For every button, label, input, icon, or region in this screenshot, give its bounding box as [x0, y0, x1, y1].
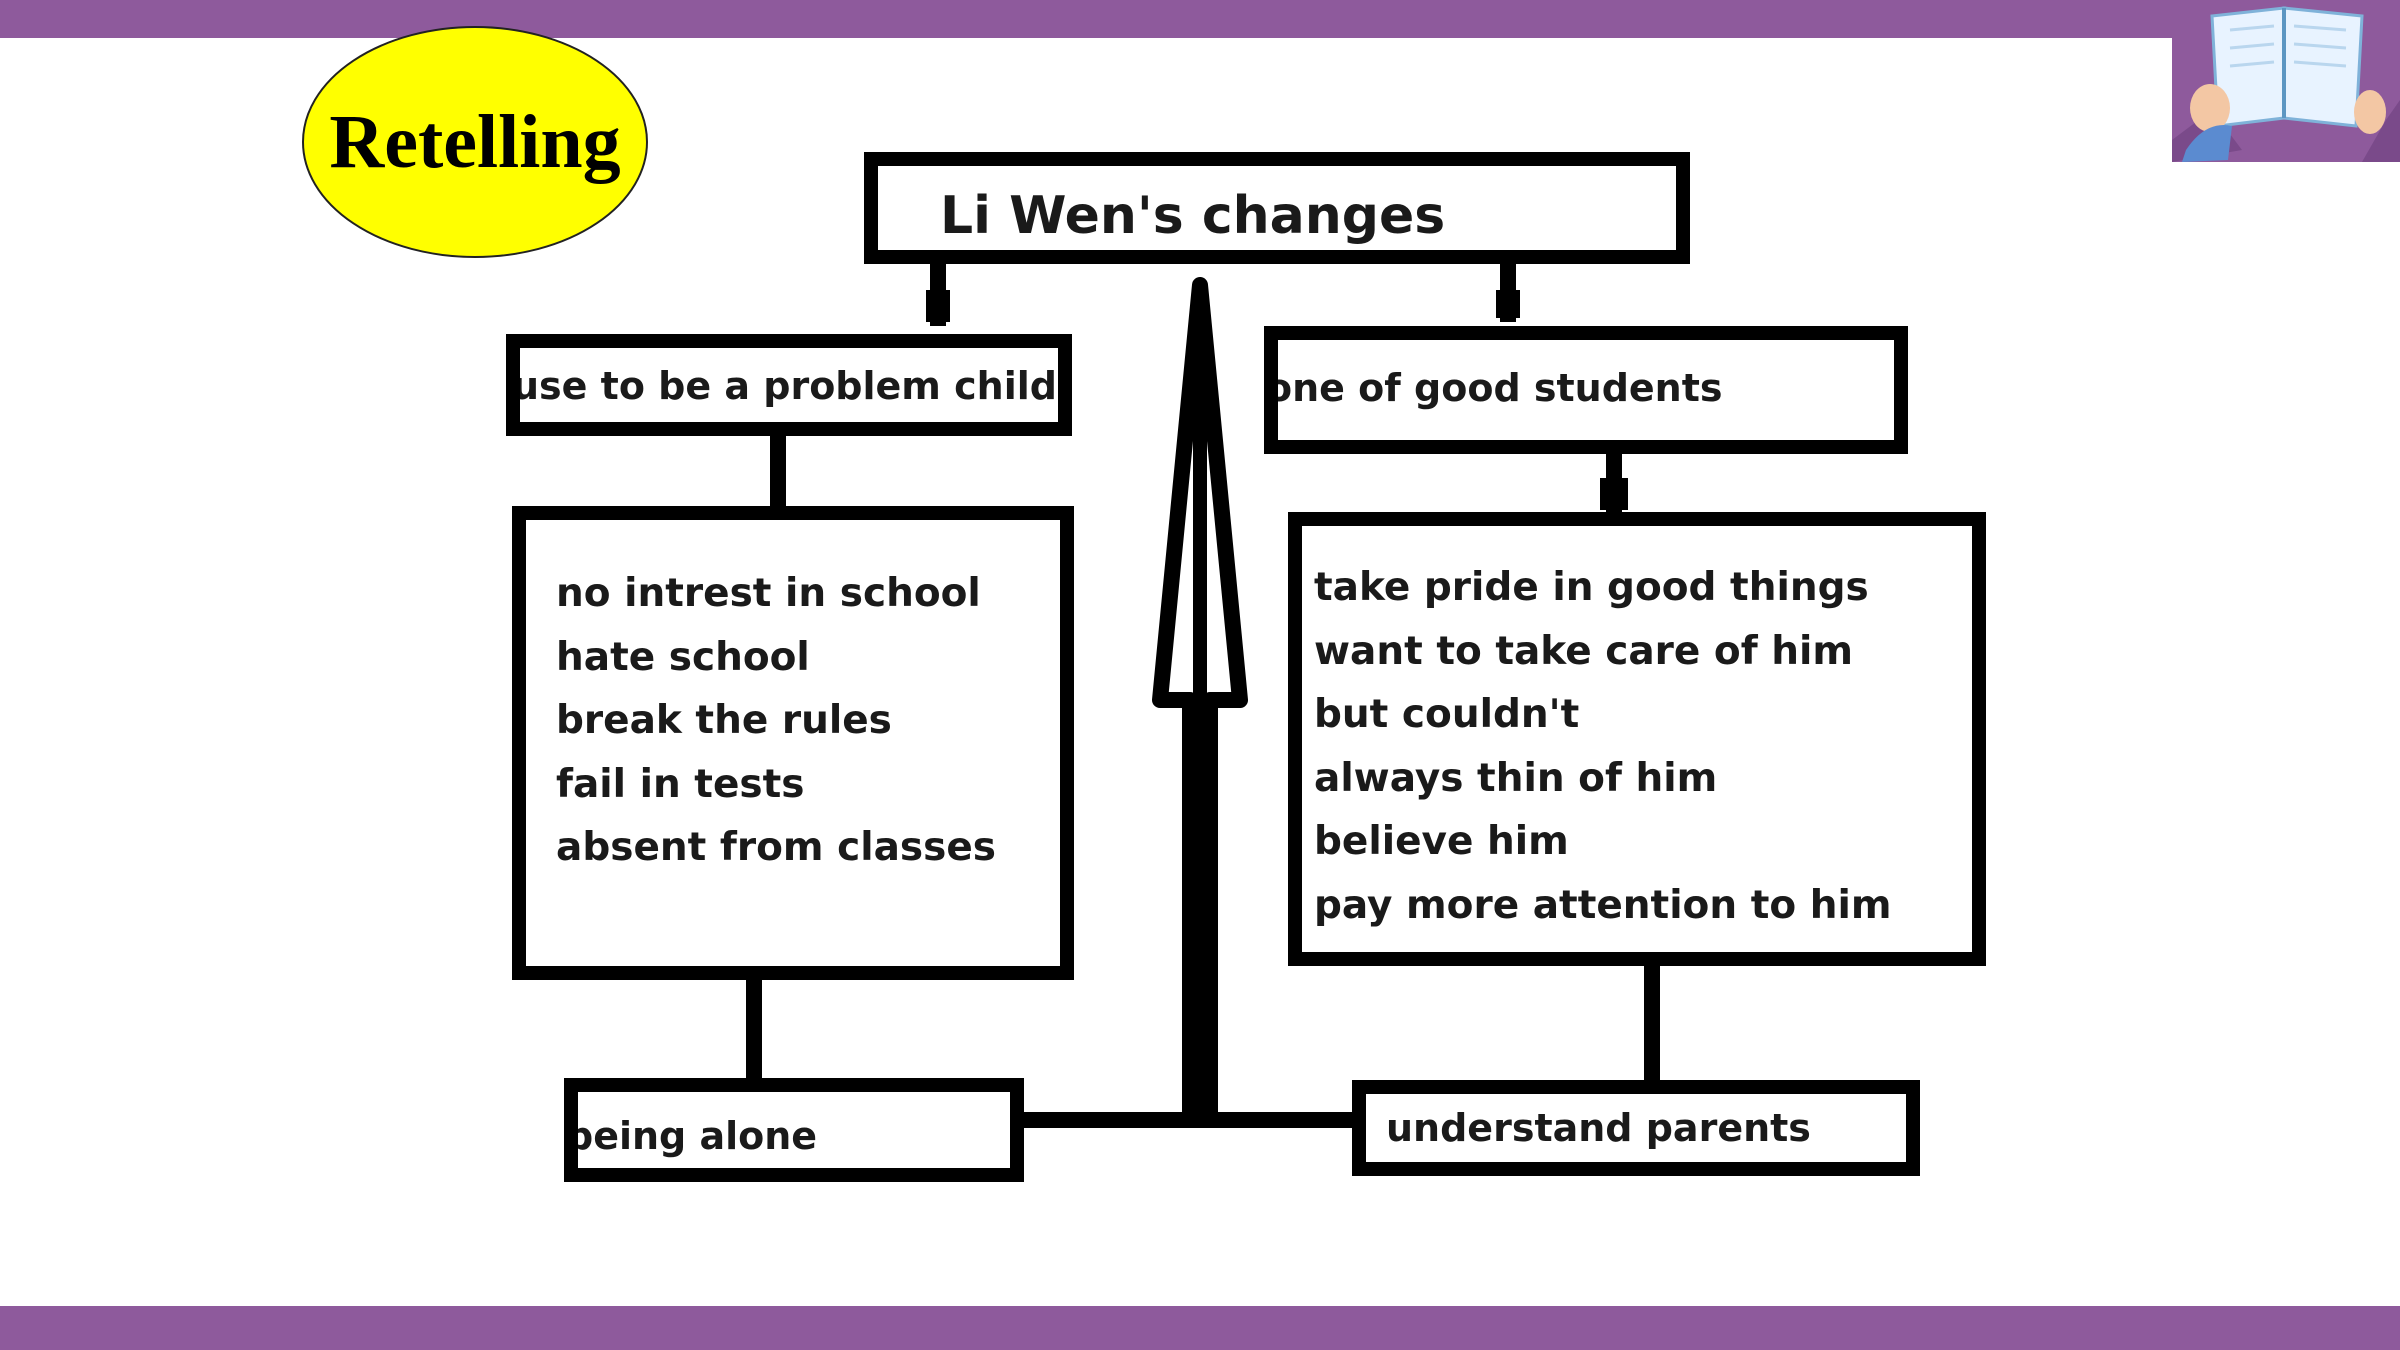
problem-behaviors-box: no intrest in school hate school break t… [512, 506, 1074, 980]
list-item: take pride in good things [1314, 565, 1869, 610]
list-item: believe him [1314, 819, 1569, 864]
list-item: break the rules [556, 698, 892, 743]
understand-parents-box: understand parents [1352, 1080, 1920, 1176]
list-item: want to take care of him [1314, 628, 1854, 674]
retelling-badge: Retelling [300, 24, 650, 260]
list-item: absent from classes [556, 825, 996, 870]
bottom-bar [0, 1306, 2400, 1350]
title-box: Li Wen's changes [864, 152, 1690, 264]
list-item: pay more attention to him [1314, 882, 1892, 928]
retelling-label: Retelling [329, 99, 621, 184]
list-item: but couldn't [1314, 692, 1580, 737]
being-alone-box: being alone [564, 1078, 1024, 1182]
list-item: fail in tests [556, 761, 805, 807]
understand-parents-label: understand parents [1386, 1106, 1811, 1150]
list-item: no intrest in school [556, 571, 981, 616]
list-item: hate school [556, 634, 810, 680]
top-bar [0, 0, 2400, 38]
problem-child-box: use to be a problem child [506, 334, 1072, 436]
good-student-label: one of good students [1266, 366, 1723, 410]
being-alone-label: being alone [566, 1114, 818, 1158]
problem-child-label: use to be a problem child [512, 364, 1057, 408]
good-student-box: one of good students [1264, 326, 1908, 454]
problem-behaviors-list: no intrest in school hate school break t… [556, 562, 996, 880]
list-item: always thin of him [1314, 755, 1718, 801]
good-behaviors-list: take pride in good things want to take c… [1314, 556, 1891, 937]
good-behaviors-box: take pride in good things want to take c… [1288, 512, 1986, 966]
diagram-title: Li Wen's changes [940, 186, 1446, 246]
reading-book-icon [2172, 0, 2400, 162]
